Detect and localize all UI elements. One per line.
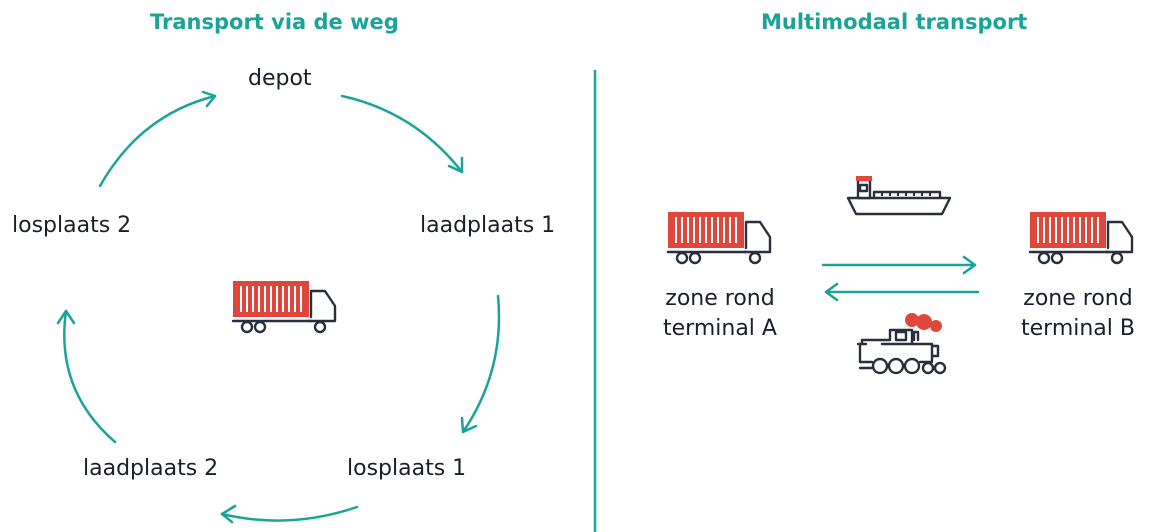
road-transport-title: Transport via de weg bbox=[150, 10, 399, 34]
terminal-a-line2: terminal A bbox=[663, 316, 777, 341]
terminal-b-line2: terminal B bbox=[1021, 316, 1135, 341]
barge-ship-icon bbox=[846, 174, 952, 216]
arrow-unloading-2-to-depot bbox=[98, 90, 217, 188]
arrow-unloading-1-to-loading-2 bbox=[220, 504, 359, 524]
arrow-loading-1-to-unloading-1 bbox=[460, 294, 501, 434]
node-unloading-point-2: losplaats 2 bbox=[12, 213, 132, 238]
container-truck-icon bbox=[231, 279, 337, 334]
terminal-b-label: zone rond terminal B bbox=[1008, 284, 1148, 344]
terminal-a-label: zone rond terminal A bbox=[650, 284, 790, 344]
node-unloading-point-1: losplaats 1 bbox=[347, 456, 467, 481]
terminal-a-line1: zone rond bbox=[665, 286, 775, 311]
arrow-terminal-a-to-b bbox=[821, 255, 977, 275]
arrow-loading-2-to-unloading-2 bbox=[56, 309, 117, 444]
container-truck-icon-terminal-b bbox=[1028, 210, 1134, 265]
arrow-depot-to-loading-1 bbox=[340, 94, 464, 174]
node-loading-point-1: laadplaats 1 bbox=[420, 213, 556, 238]
container-truck-icon-terminal-a bbox=[666, 210, 772, 265]
multimodal-transport-title: Multimodaal transport bbox=[761, 10, 1028, 34]
steam-train-icon bbox=[856, 311, 947, 375]
terminal-b-line1: zone rond bbox=[1023, 286, 1133, 311]
node-depot: depot bbox=[248, 66, 312, 91]
node-loading-point-2: laadplaats 2 bbox=[83, 456, 219, 481]
arrow-terminal-b-to-a bbox=[824, 282, 980, 302]
